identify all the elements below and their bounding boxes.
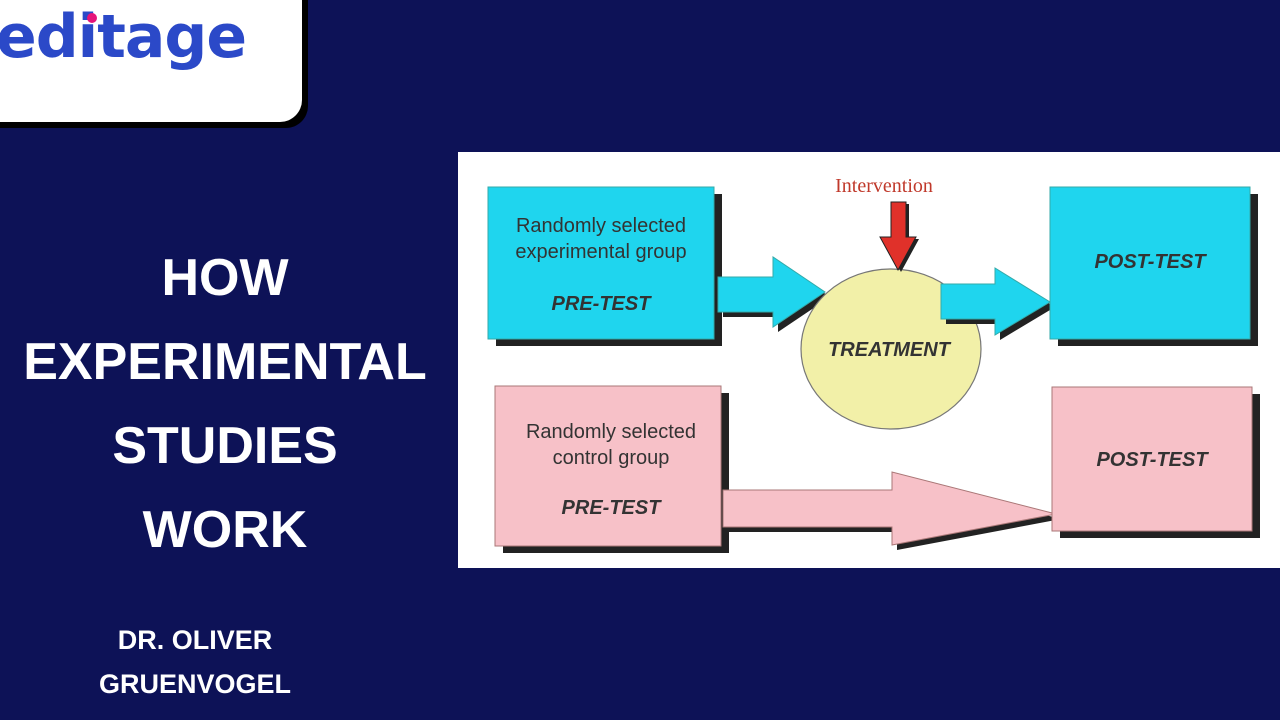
experimental-pretest-label: PRE-TEST	[552, 293, 653, 315]
title-line: EXPERIMENTAL	[23, 333, 427, 391]
editage-logo: editage	[0, 2, 247, 72]
logo-dot	[87, 13, 97, 23]
control-box-line1: Randomly selected	[526, 421, 696, 443]
logo-card: editage	[0, 0, 302, 122]
experimental-posttest-label: POST-TEST	[1094, 251, 1207, 273]
experimental-design-diagram: Randomly selected experimental group PRE…	[458, 152, 1280, 568]
title-line: HOW	[161, 249, 289, 307]
author-line: GRUENVOGEL	[98, 669, 292, 699]
arrow-to-posttest	[940, 267, 1051, 336]
treatment-label: TREATMENT	[828, 339, 952, 361]
experimental-group-box	[487, 186, 715, 340]
intervention-label: Intervention	[835, 175, 933, 197]
experimental-box-line2: experimental group	[515, 241, 686, 263]
control-pretest-label: PRE-TEST	[562, 497, 663, 519]
experimental-posttest-box	[1049, 186, 1251, 340]
treatment-circle	[800, 268, 982, 430]
author-line: DR. OLIVER	[117, 625, 273, 655]
title-line: WORK	[142, 501, 308, 559]
control-posttest-box	[1051, 386, 1253, 532]
video-title: HOW EXPERIMENTAL STUDIES WORK	[0, 236, 450, 572]
author-name: DR. OLIVER GRUENVOGEL	[70, 618, 320, 706]
diagram-canvas: Randomly selected experimental group PRE…	[487, 175, 1260, 553]
intervention-arrow	[879, 201, 917, 272]
control-arrow	[722, 471, 1057, 546]
control-posttest-label: POST-TEST	[1096, 449, 1209, 471]
arrow-to-treatment	[717, 256, 826, 328]
control-box-line2: control group	[553, 447, 670, 469]
title-line: STUDIES	[112, 417, 338, 475]
experimental-box-line1: Randomly selected	[516, 215, 686, 237]
control-group-box	[494, 385, 722, 547]
